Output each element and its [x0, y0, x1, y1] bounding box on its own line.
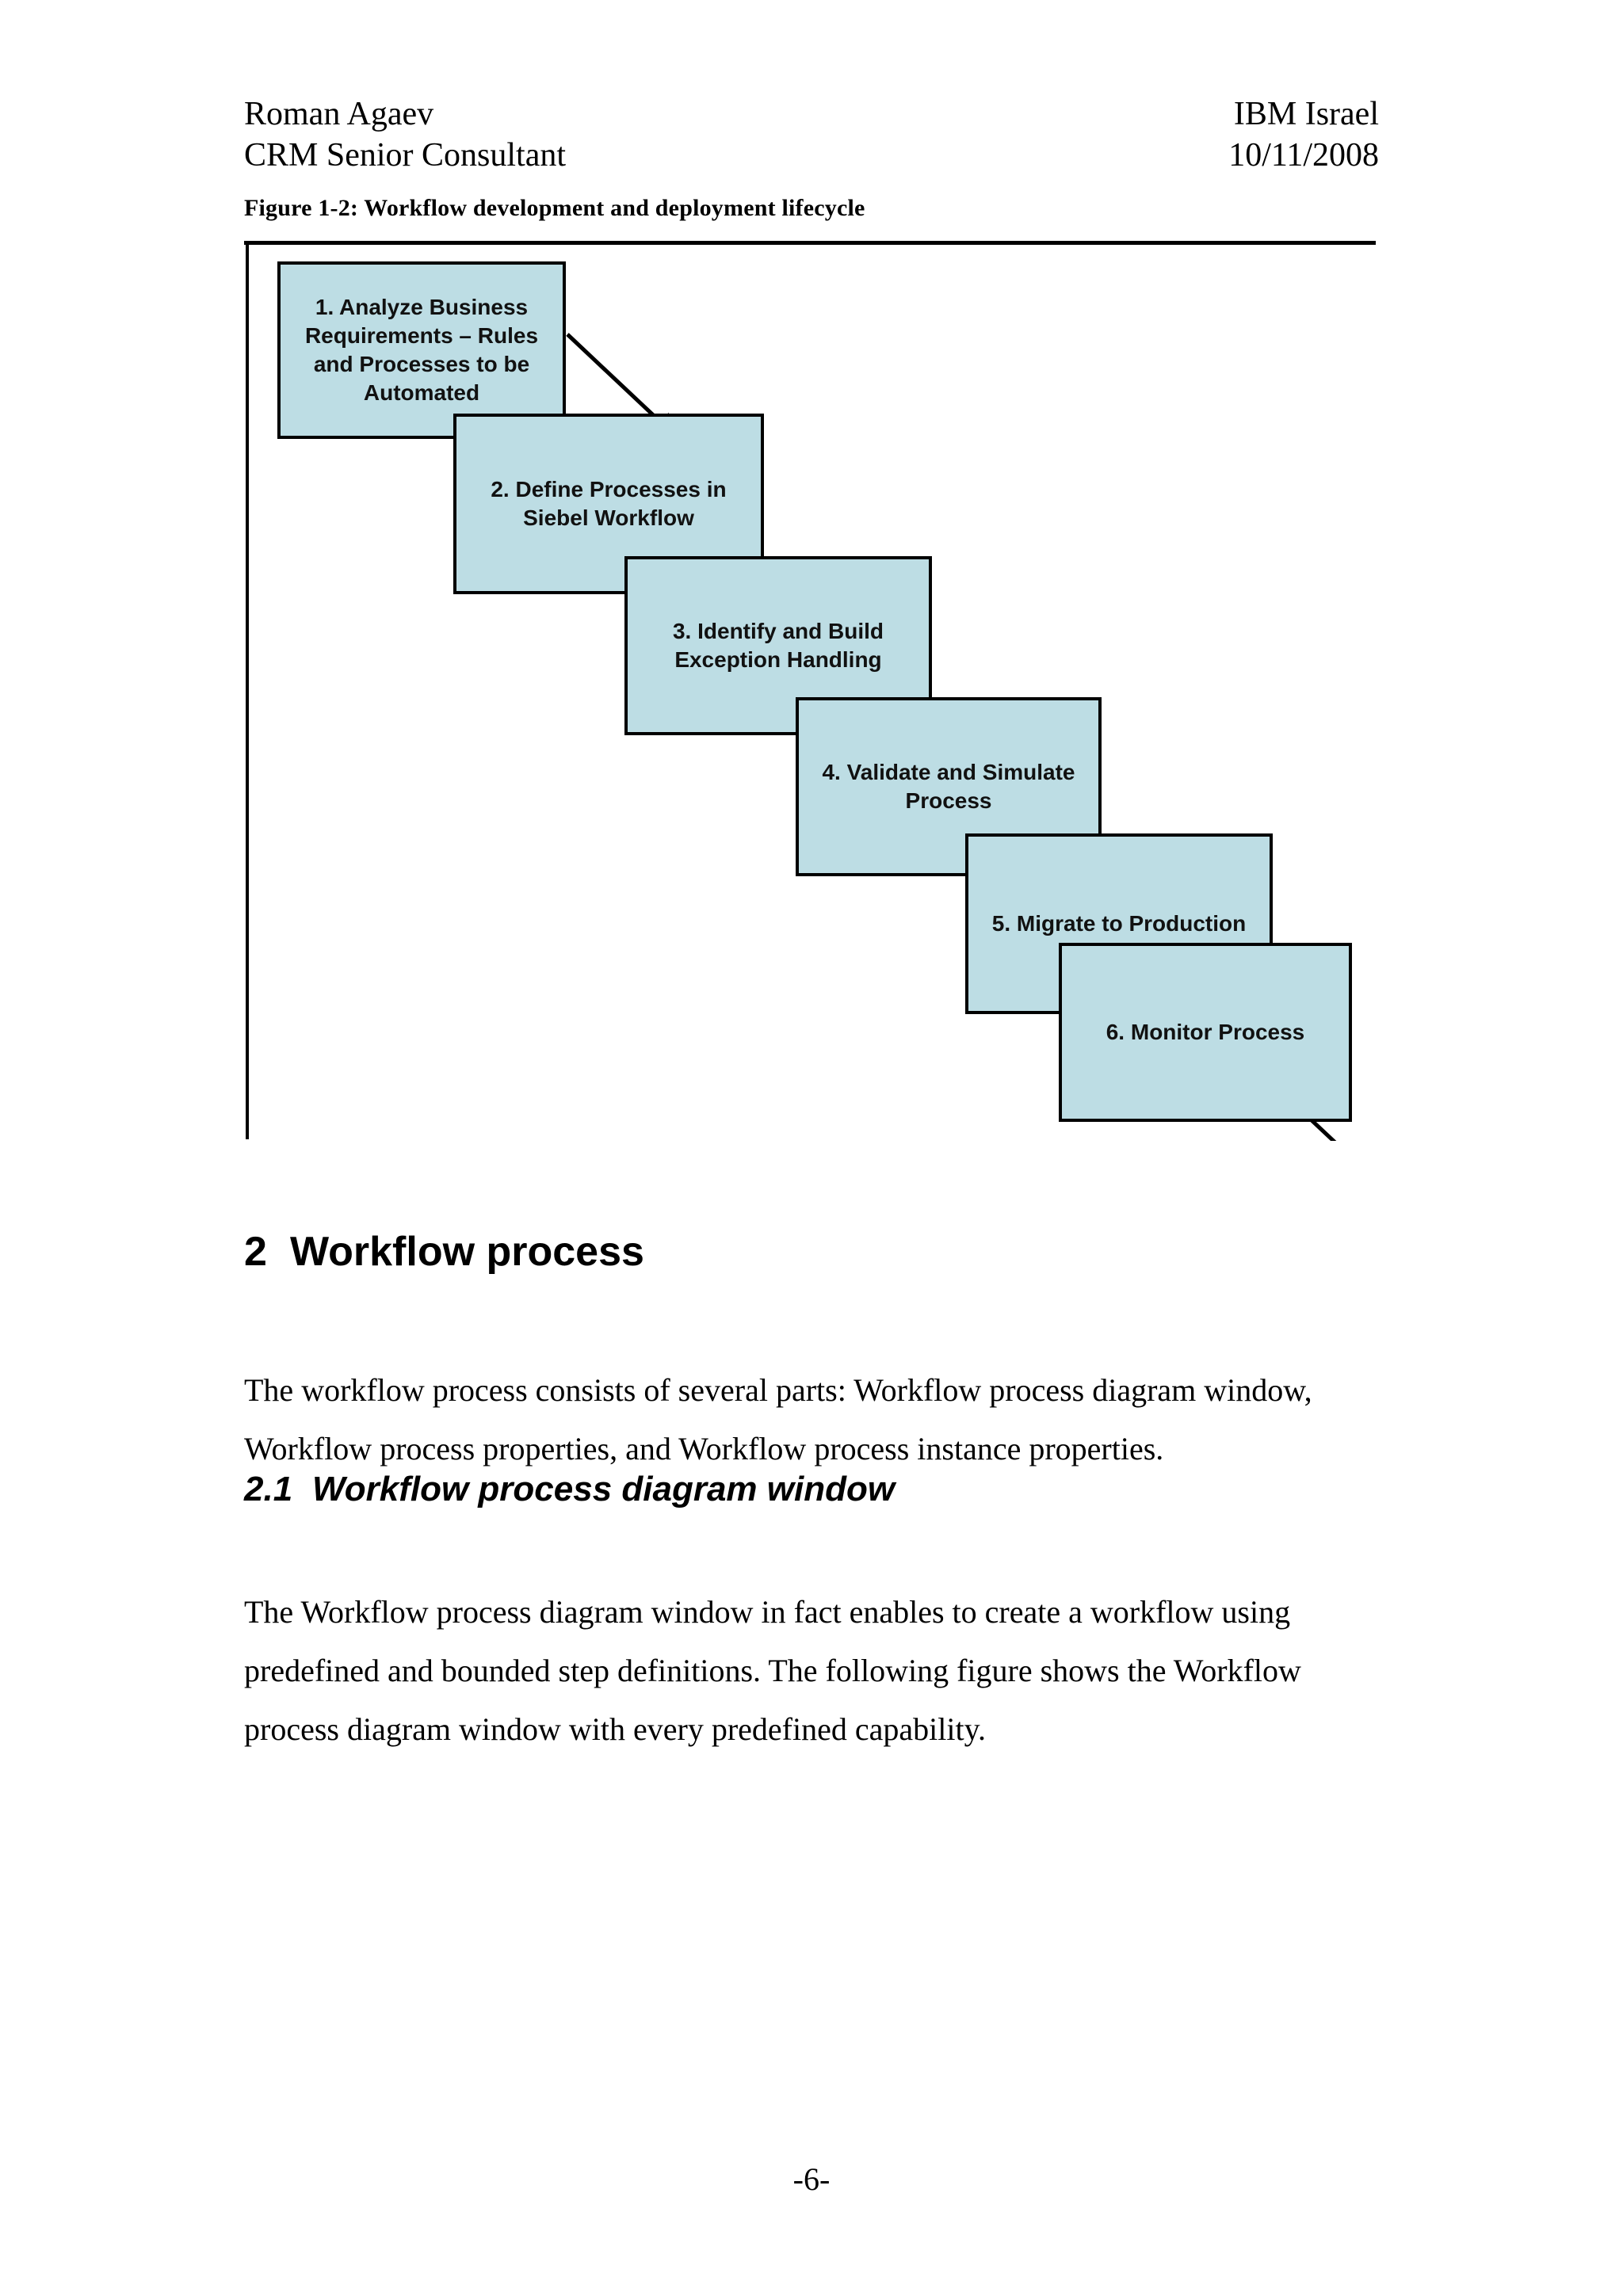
flow-step-2-label: 2. Define Processes in Siebel Workflow [491, 477, 727, 530]
section-2-1-paragraph: The Workflow process diagram window in f… [244, 1594, 1301, 1747]
header-date: 10/11/2008 [1228, 137, 1379, 174]
figure-frame-left-rule [246, 241, 249, 1139]
section-heading-2-number: 2 [244, 1229, 267, 1275]
header-author: Roman Agaev [244, 96, 434, 132]
header-row-primary: Roman Agaev IBM Israel [244, 93, 1379, 135]
flow-step-2[interactable]: 2. Define Processes in Siebel Workflow [453, 414, 764, 594]
figure-container: 1. Analyze Business Requirements – Rules… [244, 241, 1376, 1141]
section-heading-2-1-number: 2.1 [244, 1470, 293, 1508]
section-heading-2-title: Workflow process [290, 1229, 644, 1275]
section-2-paragraph: The workflow process consists of several… [244, 1372, 1312, 1466]
document-header: Roman Agaev IBM Israel CRM Senior Consul… [244, 93, 1379, 176]
header-role: CRM Senior Consultant [244, 137, 567, 174]
section-heading-2-1-title: Workflow process diagram window [312, 1470, 896, 1508]
section-heading-2: 2 Workflow process [244, 1226, 644, 1277]
header-row-secondary: CRM Senior Consultant 10/11/2008 [244, 135, 1379, 176]
workflow-lifecycle-diagram: 1. Analyze Business Requirements – Rules… [244, 241, 1376, 1141]
page-number-footer: -6- [792, 2161, 831, 2197]
flow-step-3[interactable]: 3. Identify and Build Exception Handling [624, 556, 932, 735]
flow-step-4-label: 4. Validate and Simulate Process [822, 760, 1075, 813]
flow-step-5-label: 5. Migrate to Production [991, 911, 1247, 936]
flow-step-1-label: 1. Analyze Business Requirements – Rules… [304, 295, 539, 405]
figure-caption: Figure 1-2: Workflow development and dep… [244, 195, 865, 221]
header-company: IBM Israel [1233, 96, 1379, 132]
figure-frame-top-rule [244, 241, 1376, 245]
flow-step-1[interactable]: 1. Analyze Business Requirements – Rules… [277, 261, 566, 439]
flow-step-6-label: 6. Monitor Process [1106, 1020, 1305, 1044]
flow-step-3-label: 3. Identify and Build Exception Handling [672, 619, 884, 672]
section-heading-2-1: 2.1 Workflow process diagram window [244, 1467, 895, 1512]
flow-step-6[interactable]: 6. Monitor Process [1059, 943, 1352, 1122]
